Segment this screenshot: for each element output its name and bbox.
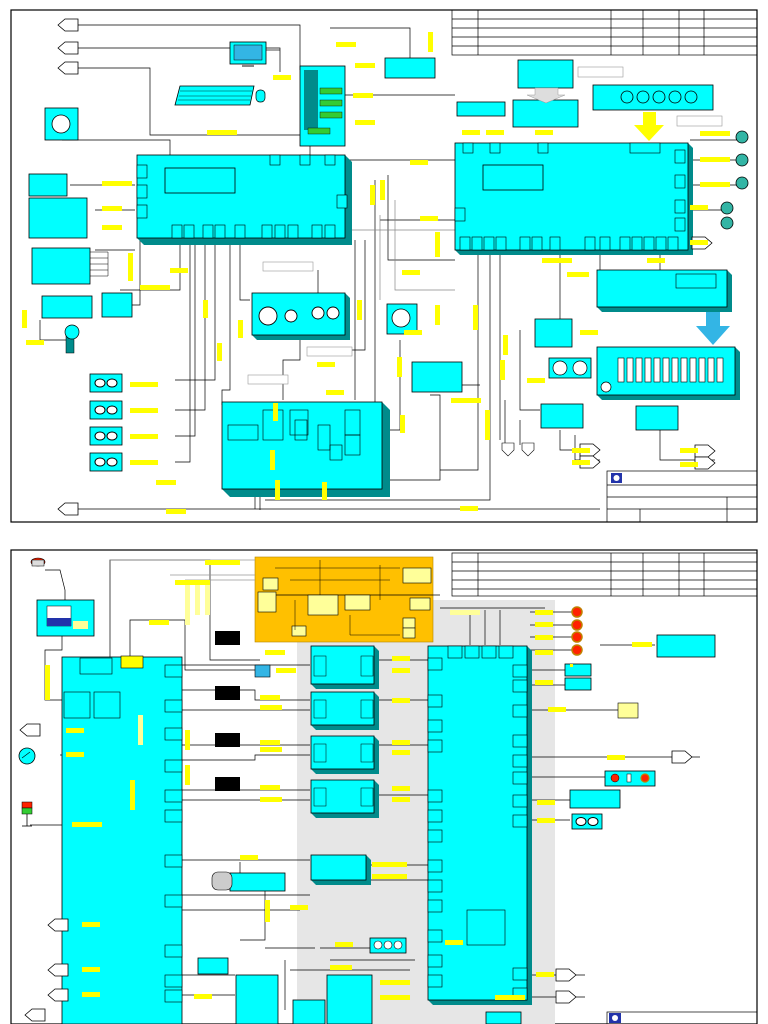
knob-panel: [251, 292, 350, 340]
computer-monitor-icon: [229, 41, 267, 67]
right-controller-module: [454, 142, 693, 255]
orange-zone-components: [257, 567, 432, 639]
right-io-bar: [596, 269, 732, 312]
wire-label-tags: [45, 560, 652, 1000]
sheet-1-revision-block: [451, 9, 758, 56]
right-lower-boxes: [411, 318, 679, 431]
pc-tower-icon: [299, 65, 346, 147]
signal-box: [617, 702, 639, 719]
bottom-terminal-module: [221, 401, 390, 497]
indicator-panel: [604, 770, 656, 787]
status-lamp-icon-group: [571, 606, 583, 656]
wire-label-tags: [22, 32, 730, 514]
pale-label-tags: [138, 585, 480, 745]
left-peripheral-boxes: [28, 57, 579, 319]
sheet-1-title-block: [606, 470, 758, 523]
left-controller-module: [136, 154, 352, 245]
dual-socket-icon: [89, 426, 123, 446]
sheet-2-title-block: [606, 1011, 758, 1024]
black-relay-blocks: [215, 631, 240, 791]
mouse-icon: [255, 89, 266, 103]
knob-bar: [592, 84, 714, 111]
gauge-icon: [18, 747, 36, 765]
keyboard-icon: [174, 85, 255, 106]
sheet-2: [10, 549, 758, 1024]
sheet-1-grey-wiring: [350, 200, 455, 300]
flow-arrow: [526, 87, 566, 104]
sheet-2-revision-block: [451, 552, 758, 597]
dual-socket-icon: [89, 400, 123, 420]
rack-lines: [90, 251, 109, 277]
status-lamp-icon-group: [720, 130, 749, 230]
indicator-lamp-icon: [30, 557, 46, 567]
fuse-box: [36, 599, 95, 637]
lower-left-devices: [197, 664, 522, 1024]
note-boxes: [247, 66, 723, 385]
sheet-1: [10, 9, 758, 523]
connector-arrow-icon: [521, 442, 535, 457]
terminal-strip: [596, 346, 740, 400]
driver-modules: [310, 645, 379, 885]
dual-socket-icon: [89, 452, 123, 472]
right-tall-module: [427, 645, 532, 1005]
connector-arrow-icon: [501, 442, 515, 457]
flow-arrow: [696, 312, 730, 345]
knob-icon: [386, 303, 418, 335]
dual-socket-icon: [571, 813, 603, 830]
flow-arrow: [634, 112, 664, 141]
right-devices: [564, 634, 716, 809]
dual-socket-icon: [89, 373, 123, 393]
left-tall-module: [61, 655, 183, 1024]
dual-fan-icon: [548, 357, 592, 379]
knob-icon: [44, 107, 79, 141]
orange-zone-wires: [275, 560, 400, 636]
signal-light-icon: [21, 801, 33, 827]
lamp-icon: [64, 324, 80, 354]
dual-socket-group: [89, 373, 123, 472]
triple-fan-icon: [369, 937, 407, 954]
